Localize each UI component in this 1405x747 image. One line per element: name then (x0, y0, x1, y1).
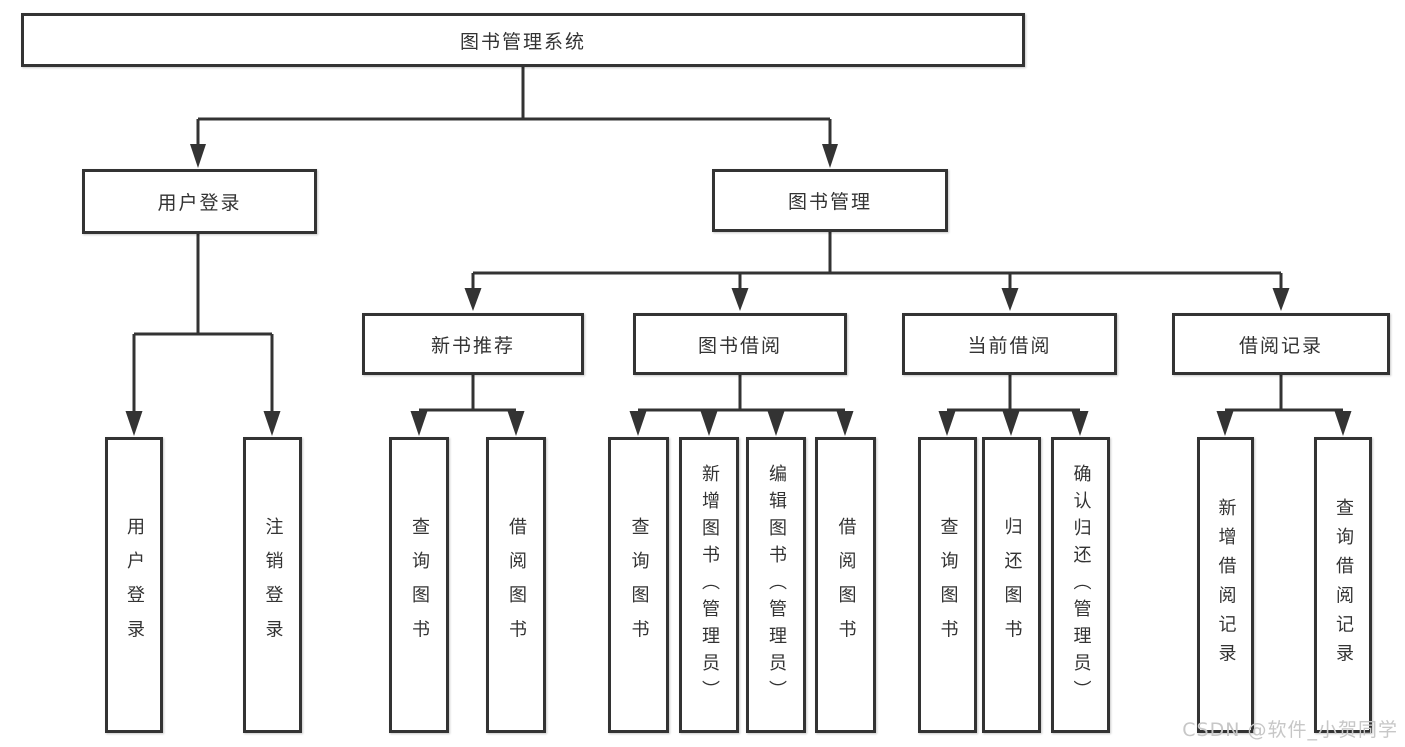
connector-current-borrow (947, 375, 1080, 412)
leaf-recommend-query-books: 查询图书 (389, 437, 449, 733)
leaf-records-add-record: 新增借阅记录 (1197, 437, 1254, 733)
leaf-user-login-label: 用户登录 (124, 516, 145, 654)
leaf-current-return-books: 归还图书 (982, 437, 1041, 733)
leaf-current-confirm-return-admin: 确认归还（管理员） (1051, 437, 1110, 733)
connector-root (196, 67, 832, 146)
connector-book-borrow (638, 375, 845, 412)
leaf-records-query-record: 查询借阅记录 (1314, 437, 1372, 733)
connector-user-login (132, 234, 274, 412)
leaf-current-query-books-label: 查询图书 (937, 516, 959, 654)
leaf-logout-login-label: 注销登录 (262, 516, 284, 654)
leaf-borrowing-borrow-books-label: 借阅图书 (835, 516, 857, 654)
leaf-current-return-books-label: 归还图书 (1001, 516, 1023, 654)
leaf-user-login: 用户登录 (105, 437, 163, 733)
leaf-borrowing-add-books-admin-label: 新增图书（管理员） (699, 463, 720, 707)
connector-borrow-records (1225, 375, 1343, 412)
leaf-current-confirm-return-admin-label: 确认归还（管理员） (1070, 463, 1092, 707)
node-book-borrowing-label: 图书借阅 (697, 334, 782, 357)
leaf-borrowing-edit-books-admin: 编辑图书（管理员） (746, 437, 806, 733)
leaf-records-add-record-label: 新增借阅记录 (1215, 497, 1237, 673)
leaf-recommend-borrow-books: 借阅图书 (486, 437, 546, 733)
node-borrow-records-label: 借阅记录 (1238, 334, 1323, 357)
leaf-current-query-books: 查询图书 (918, 437, 977, 733)
node-borrow-records: 借阅记录 (1172, 313, 1390, 375)
node-new-book-recommend-label: 新书推荐 (430, 334, 515, 357)
node-root: 图书管理系统 (21, 13, 1025, 67)
leaf-records-query-record-label: 查询借阅记录 (1333, 497, 1354, 673)
node-book-management-label: 图书管理 (787, 191, 872, 213)
csdn-watermark: CSDN @软件_小贺同学 (1182, 719, 1398, 741)
node-user-login: 用户登录 (82, 169, 317, 234)
node-current-borrowing-label: 当前借阅 (967, 334, 1052, 357)
leaf-borrowing-add-books-admin: 新增图书（管理员） (679, 437, 739, 733)
node-book-management: 图书管理 (712, 169, 948, 232)
leaf-borrowing-query-books-label: 查询图书 (628, 516, 650, 654)
node-root-label: 图书管理系统 (459, 30, 586, 53)
node-current-borrowing: 当前借阅 (902, 313, 1117, 375)
leaf-logout-login: 注销登录 (243, 437, 302, 733)
connector-book-management (471, 232, 1283, 290)
leaf-recommend-query-books-label: 查询图书 (409, 516, 430, 654)
node-user-login-label: 用户登录 (157, 192, 242, 214)
leaf-borrowing-borrow-books: 借阅图书 (815, 437, 876, 733)
leaf-borrowing-edit-books-admin-label: 编辑图书（管理员） (766, 463, 787, 707)
leaf-recommend-borrow-books-label: 借阅图书 (506, 516, 527, 654)
connector-new-book (419, 375, 516, 412)
node-book-borrowing: 图书借阅 (633, 313, 847, 375)
leaf-borrowing-query-books: 查询图书 (608, 437, 669, 733)
arrowheads (125, 144, 1352, 436)
node-new-book-recommend: 新书推荐 (362, 313, 584, 375)
